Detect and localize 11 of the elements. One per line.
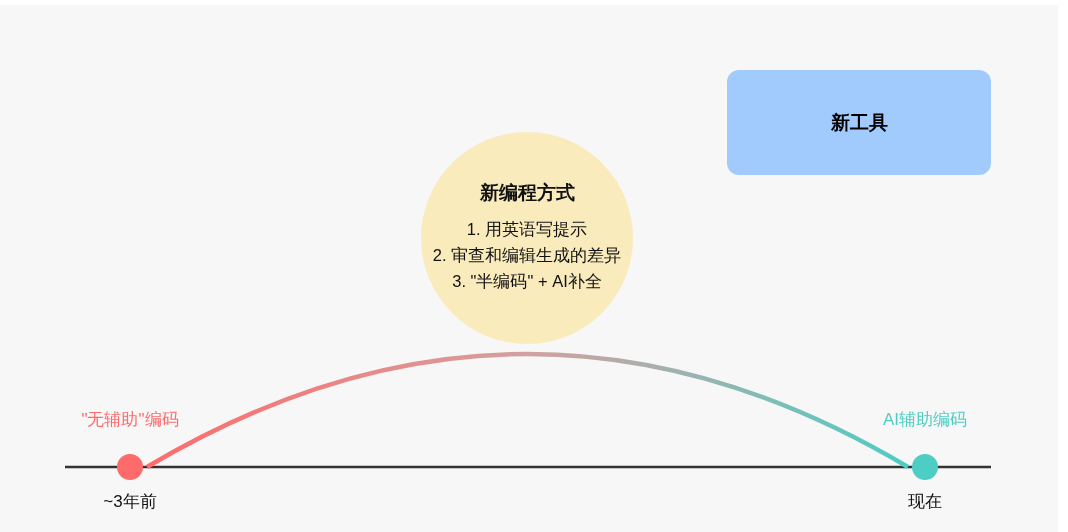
- time-label: 现在: [908, 491, 942, 513]
- box-heading: 新工具: [830, 110, 888, 135]
- list-item: 1. 用英语写提示: [466, 219, 588, 240]
- era-label: "无辅助"编码: [81, 409, 179, 431]
- era-label: AI辅助编码: [882, 409, 968, 431]
- circle-heading: 新编程方式: [479, 181, 575, 205]
- info-box: [727, 70, 991, 175]
- time-label: ~3年前: [103, 491, 157, 513]
- list-item: 3. "半编码" + AI补全: [452, 271, 602, 292]
- arc-curve: [145, 351, 910, 469]
- list-item: 2. 审查和编辑生成的差异: [432, 245, 622, 266]
